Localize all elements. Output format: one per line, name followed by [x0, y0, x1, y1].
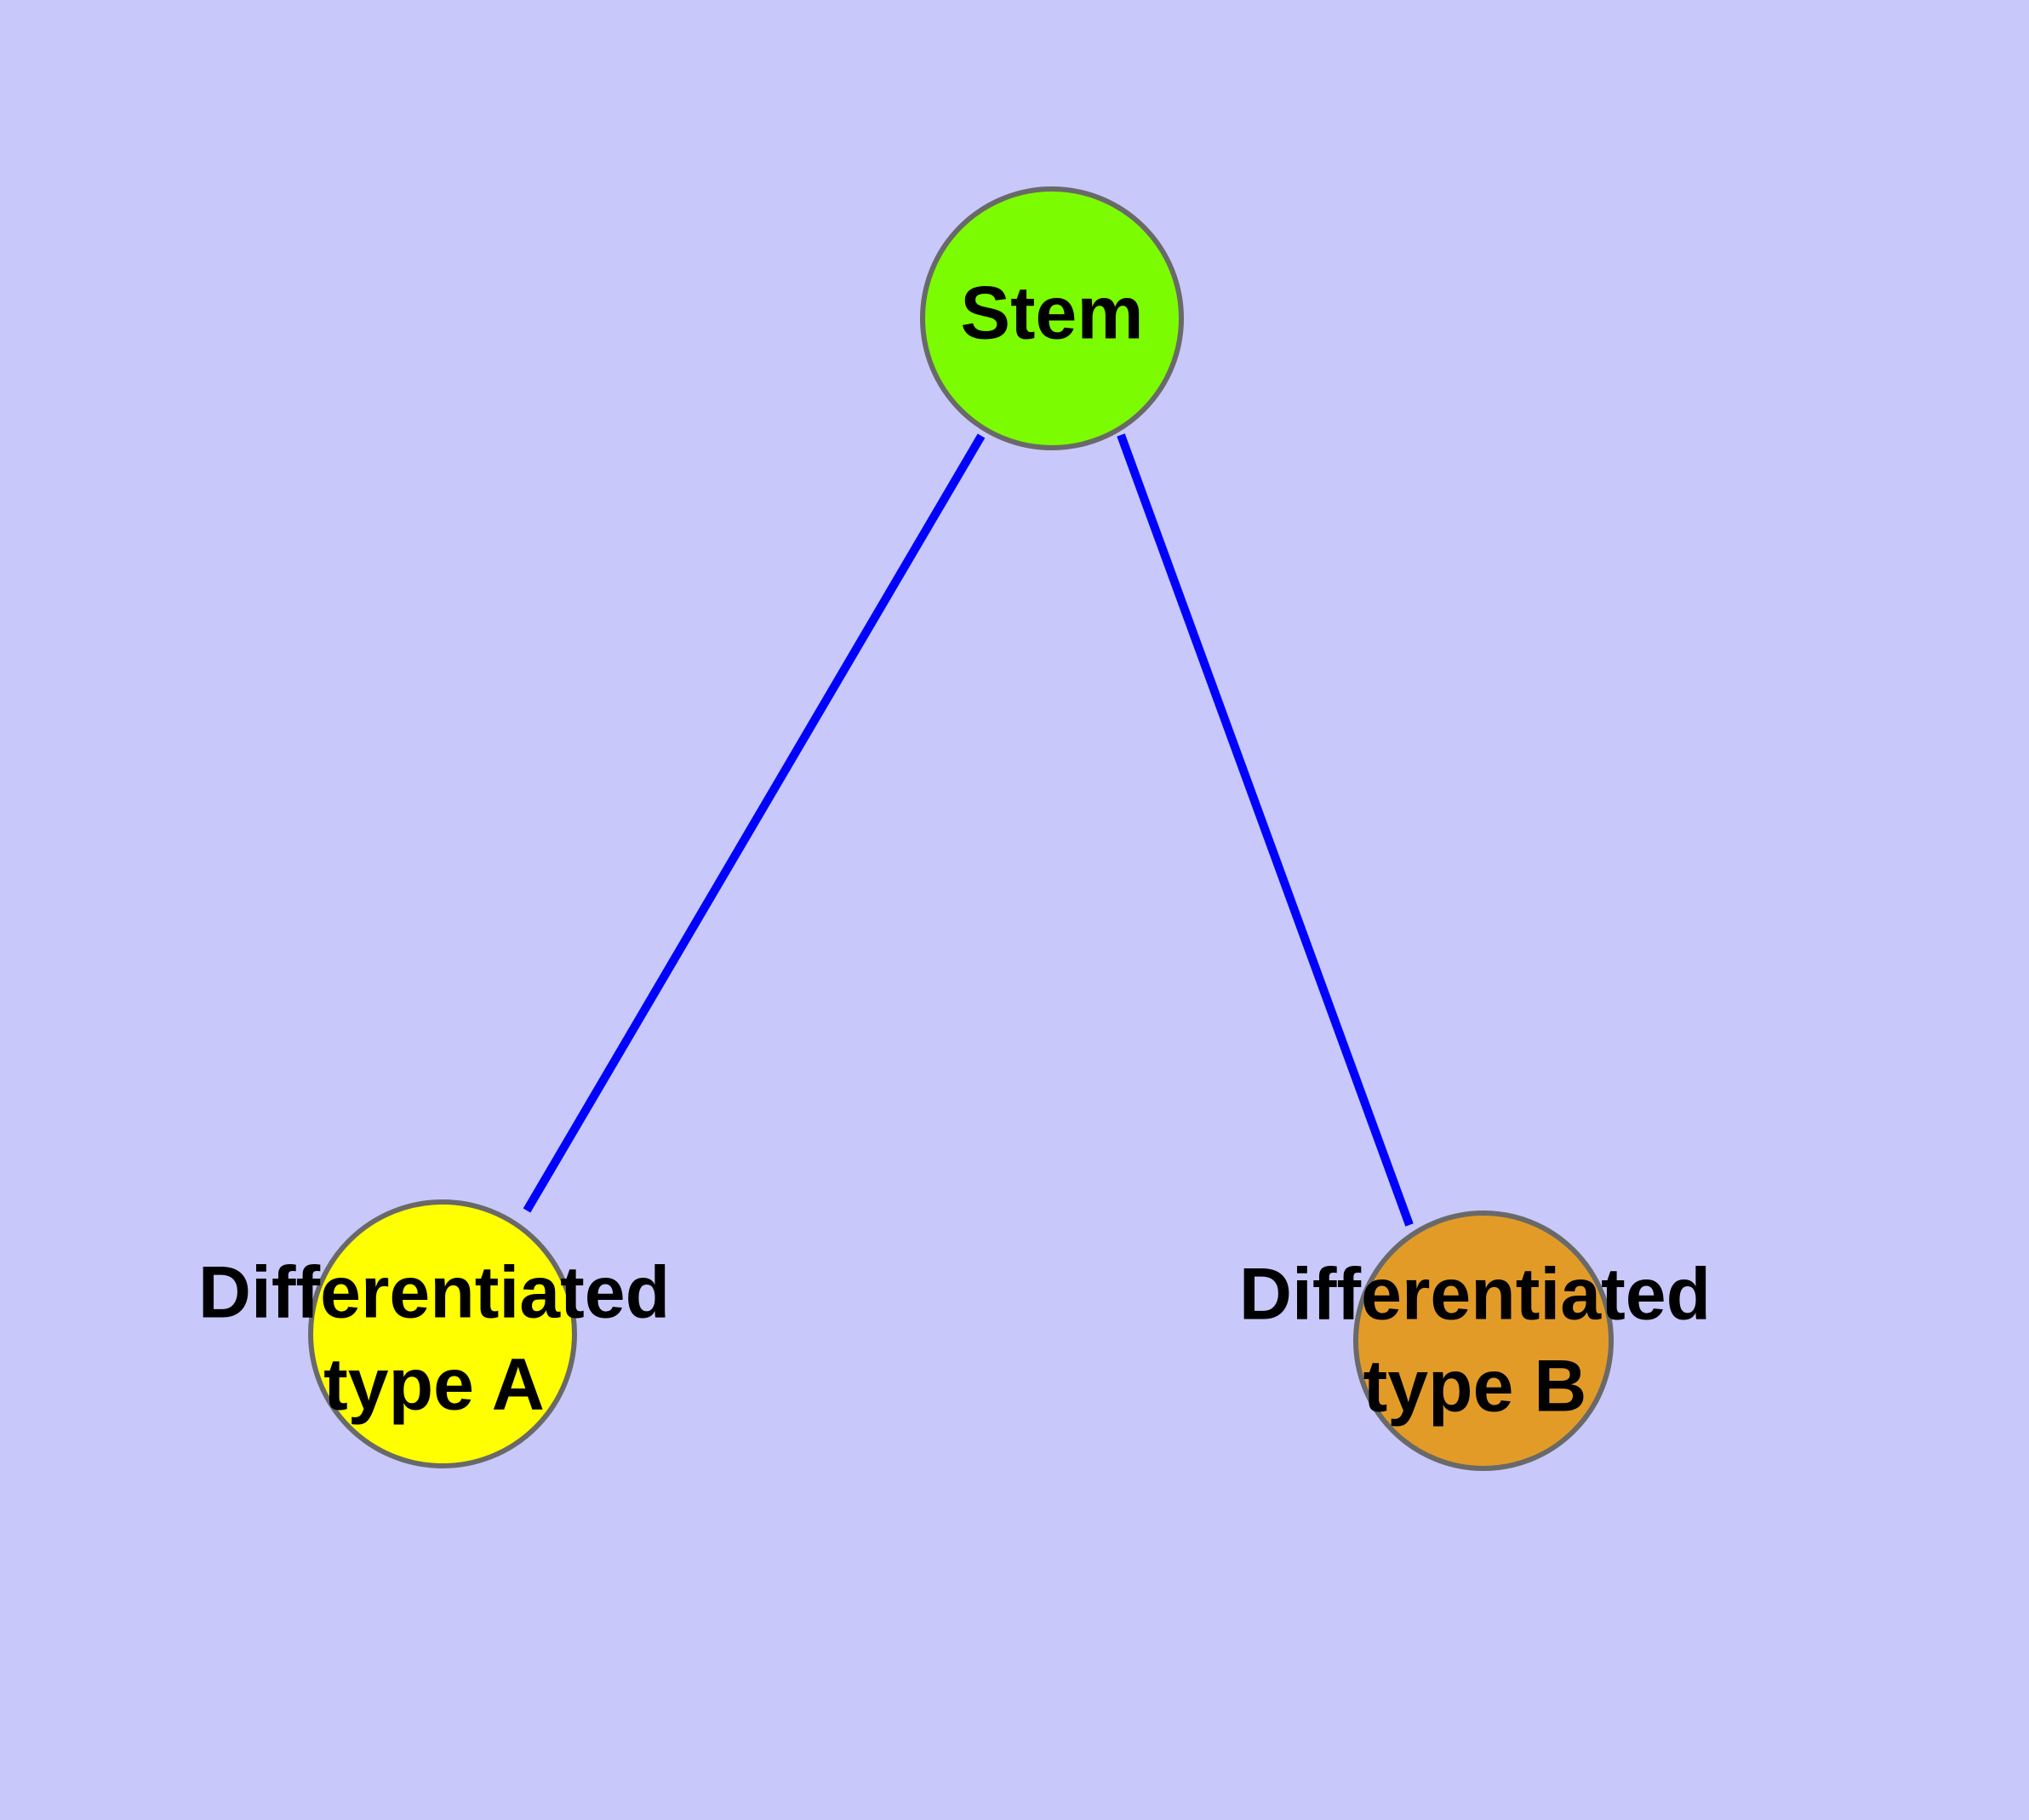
node-differentiated-type-b[interactable]	[1353, 1210, 1614, 1471]
edge-stem-to-differentiated-type-a[interactable]	[523, 433, 986, 1213]
edges-layer	[523, 433, 1414, 1227]
node-label-differentiated-type-a-line1: Differentiated	[198, 1252, 670, 1334]
labels-layer: Stem Differentiated type A Differentiate…	[198, 270, 1711, 1427]
node-label-stem: Stem	[960, 270, 1143, 354]
node-label-differentiated-type-b-line2: type B	[1363, 1346, 1587, 1428]
edge-stem-to-differentiated-type-b[interactable]	[1117, 433, 1414, 1227]
node-stem[interactable]	[920, 186, 1184, 450]
node-label-differentiated-type-b-line1: Differentiated	[1239, 1254, 1711, 1336]
node-differentiated-type-a[interactable]	[308, 1199, 577, 1468]
node-label-differentiated-type-a-line2: type A	[323, 1344, 545, 1426]
nodes-layer	[308, 186, 1614, 1471]
